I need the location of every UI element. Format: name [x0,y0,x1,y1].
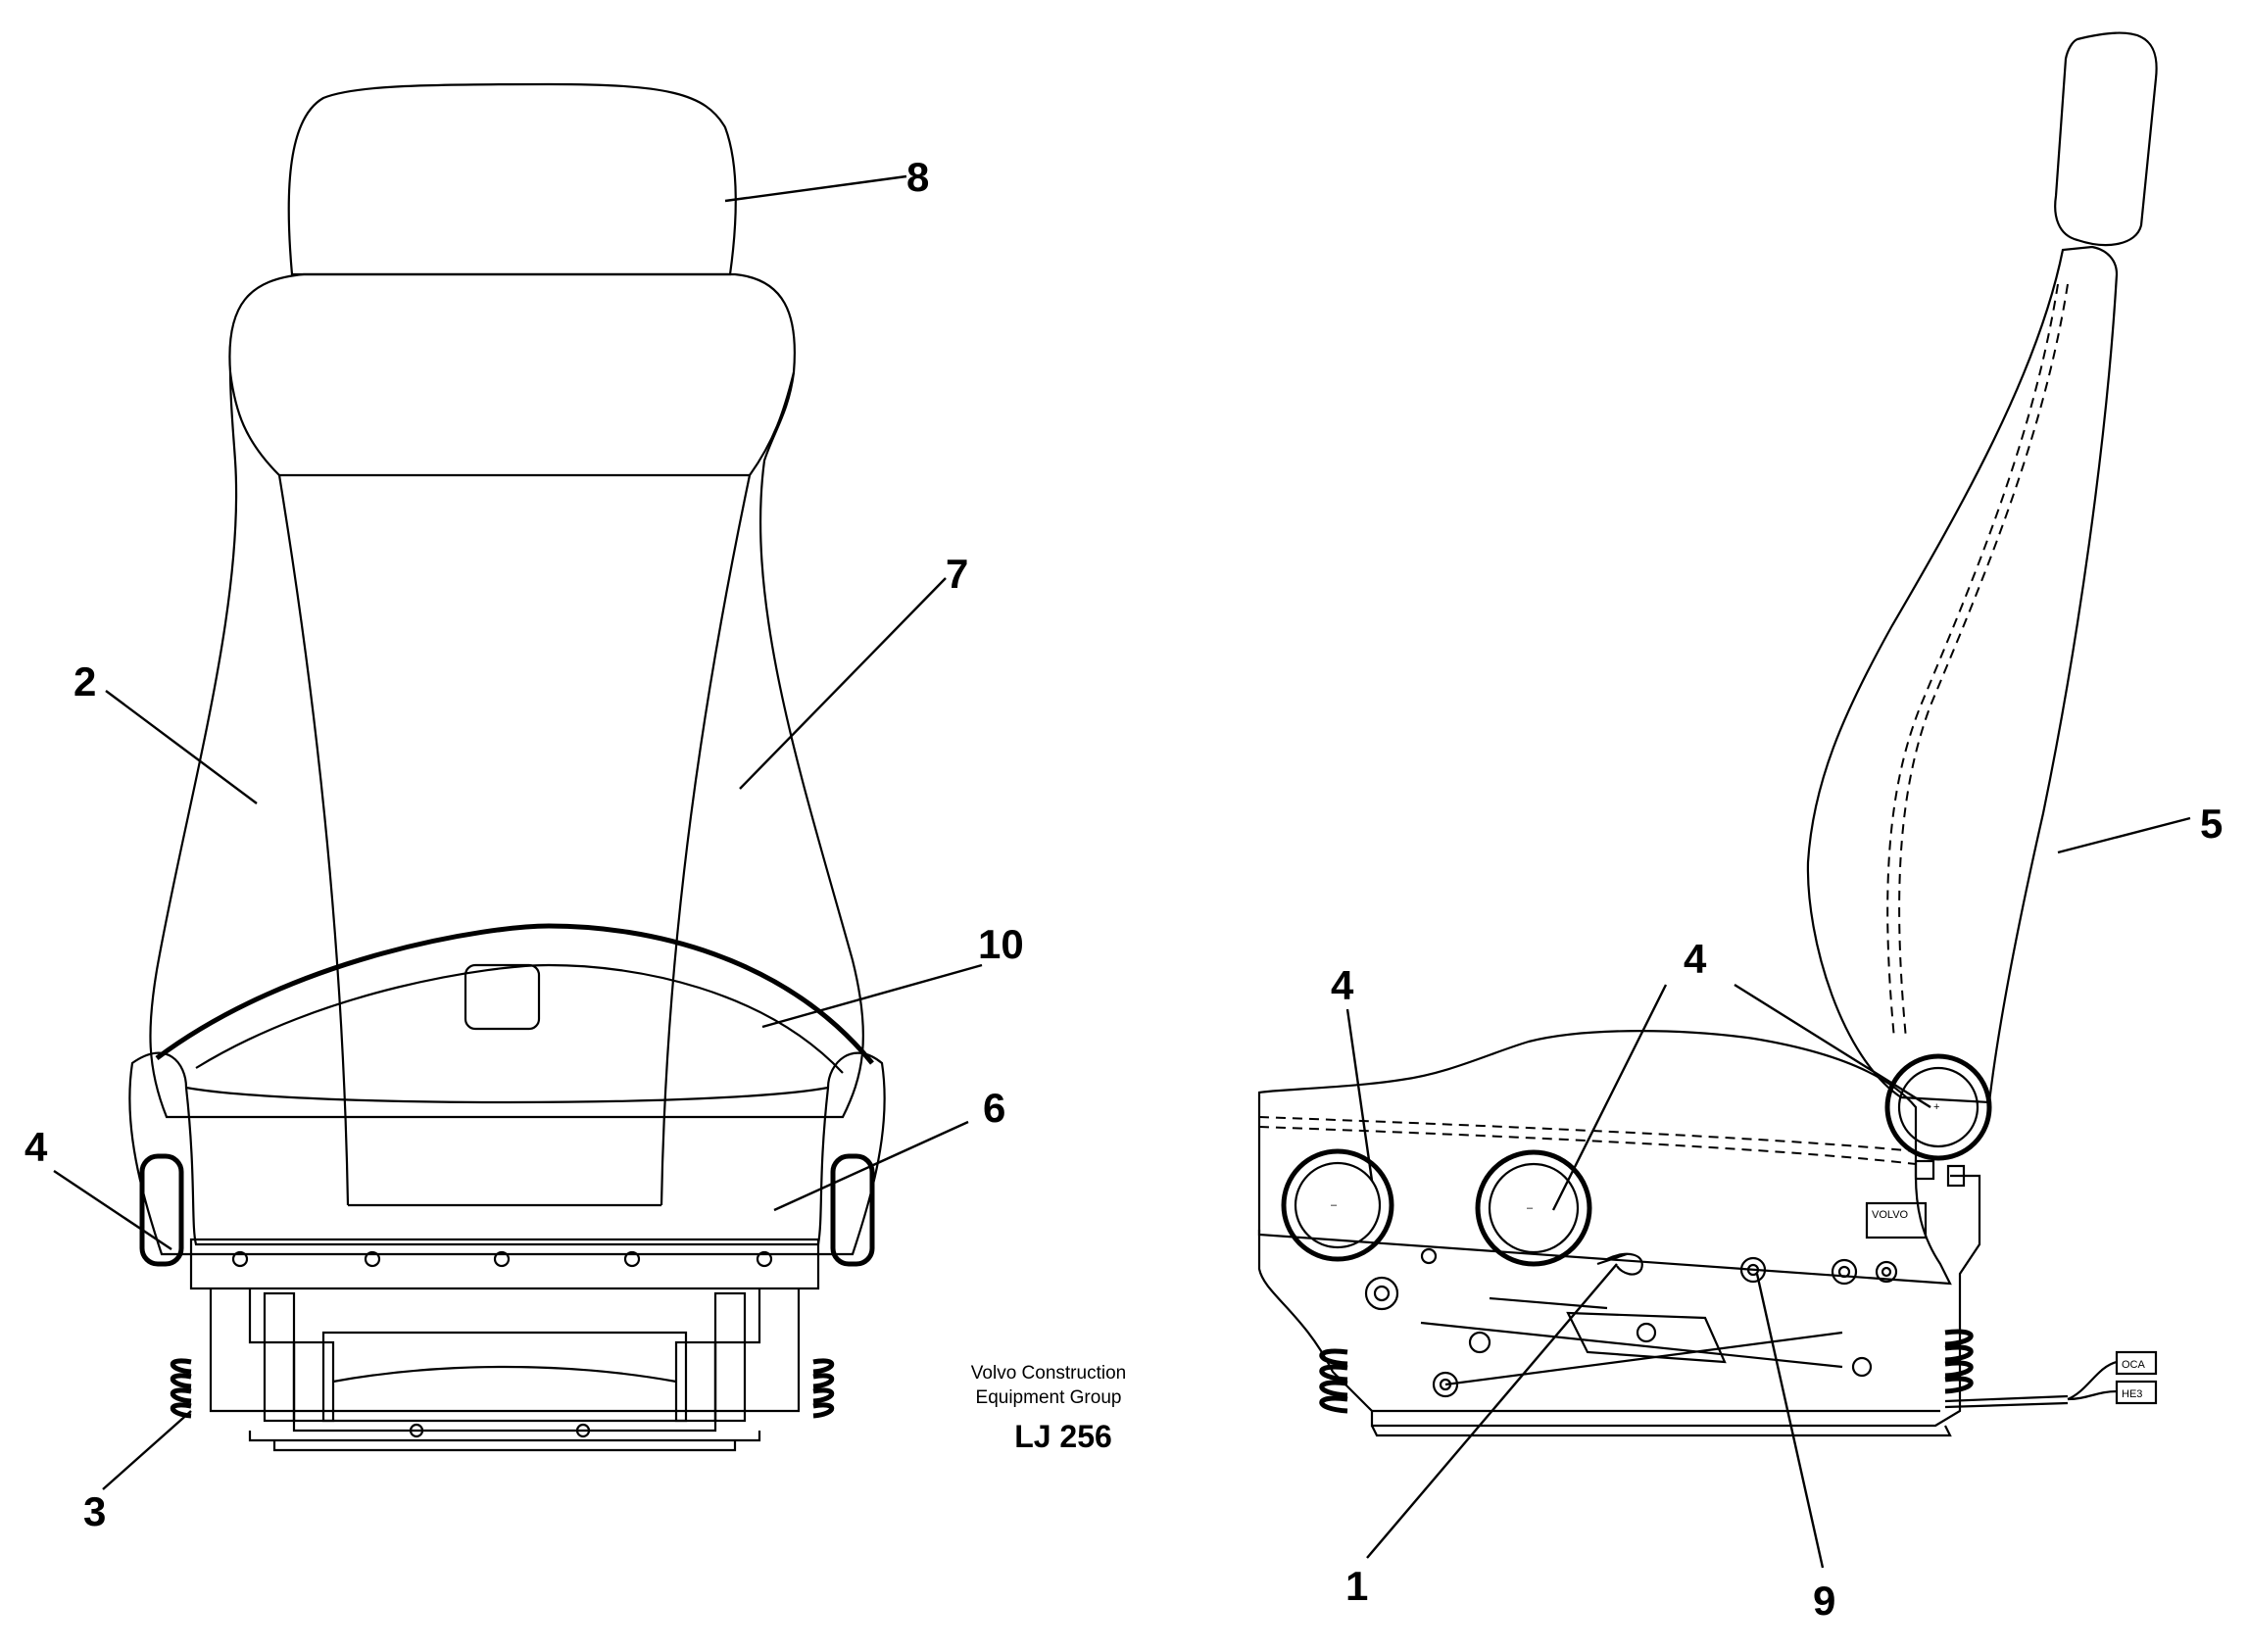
leader-10 [761,963,983,1029]
left-knob-front [139,1153,184,1267]
front-view-seat: 8 7 2 10 6 4 3 [24,82,1024,1534]
bellows-right [812,1358,835,1419]
backrest-side [1806,245,2119,1104]
svg-text:VOLVO: VOLVO [1872,1209,1909,1221]
svg-text:–: – [1527,1202,1534,1214]
callout-9: 9 [1813,1578,1835,1624]
leader-6 [773,1120,969,1212]
caption-block: Volvo Construction Equipment Group LJ 25… [971,1363,1126,1454]
headrest-side [2054,31,2158,247]
svg-text:–: – [1331,1199,1338,1211]
headrest-front [287,82,737,276]
leader-4-side-a [1345,1008,1374,1182]
callout-5: 5 [2200,801,2223,847]
leader-4-side-c [1734,983,1931,1109]
callout-10: 10 [978,921,1024,967]
right-knob-front [830,1153,875,1267]
callout-2: 2 [73,658,96,705]
knob-rear-outer [1281,1148,1394,1262]
caption-line-2: Equipment Group [976,1387,1122,1408]
bellows-left [170,1358,192,1419]
leader-3 [102,1410,192,1490]
svg-text:OCA: OCA [2122,1359,2146,1371]
bellows-side [1319,1348,1348,1414]
drawing-code: LJ 256 [1014,1419,1112,1454]
callout-4-side-b: 4 [1684,936,1707,982]
callout-7: 7 [946,551,968,597]
callout-4-side-a: 4 [1331,962,1354,1008]
leader-7 [739,577,947,790]
leader-5 [2057,816,2191,854]
side-view-seat: – – + VOLVO [1257,31,2223,1624]
cable [1944,1394,2069,1403]
handle-clip [464,963,541,1031]
base-holes [231,1250,773,1268]
leader-2 [105,690,258,804]
leader-1 [1366,1263,1618,1559]
seat-cushion-side [1257,1030,1952,1286]
svg-text:HE3: HE3 [2122,1388,2142,1400]
leader-4-front [53,1170,172,1250]
callout-3: 3 [83,1488,106,1534]
bellows-side-right [1944,1329,1974,1394]
leader-8 [724,174,907,203]
connector-oca [2115,1350,2158,1376]
handle-bar-front [155,923,874,1065]
knob-middle-outer [1475,1149,1592,1267]
caption-line-1: Volvo Construction [971,1363,1126,1384]
connector-he3 [2115,1380,2158,1405]
svg-text:+: + [1933,1101,1939,1113]
backrest-outline-front [149,272,865,1119]
callout-8: 8 [906,154,929,200]
info-plate [1865,1201,1928,1239]
callout-6: 6 [983,1085,1005,1131]
leader-9 [1755,1273,1825,1569]
callout-4-front: 4 [24,1124,48,1170]
seat-cushion-front [128,1051,886,1256]
callout-1: 1 [1345,1563,1368,1609]
leader-4-side-b [1551,984,1668,1211]
knob-back-outer [1884,1053,1992,1161]
